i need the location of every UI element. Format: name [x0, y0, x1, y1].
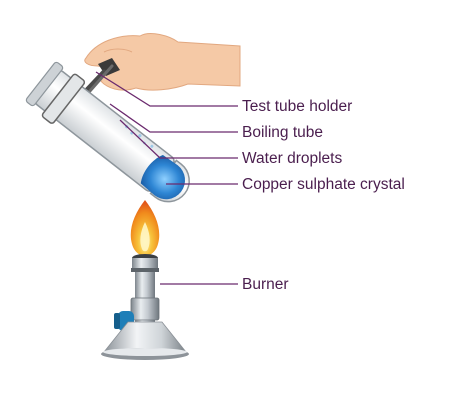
label-test-tube-holder: Test tube holder: [242, 98, 352, 115]
label-water-droplets: Water droplets: [242, 150, 342, 167]
bunsen-burner-icon: [101, 254, 189, 360]
label-burner: Burner: [242, 276, 289, 293]
leader-boiling-tube: [109, 103, 238, 133]
copper-sulphate-crystal: [140, 154, 186, 200]
leader-water-droplets: [119, 119, 238, 159]
leader-test-tube-holder: [95, 71, 238, 107]
leader-lines: [95, 71, 238, 285]
flame-icon: [130, 200, 160, 256]
boiling-tube-icon: [25, 61, 190, 203]
label-copper-sulphate-crystal: Copper sulphate crystal: [242, 176, 405, 193]
label-boiling-tube: Boiling tube: [242, 124, 323, 141]
